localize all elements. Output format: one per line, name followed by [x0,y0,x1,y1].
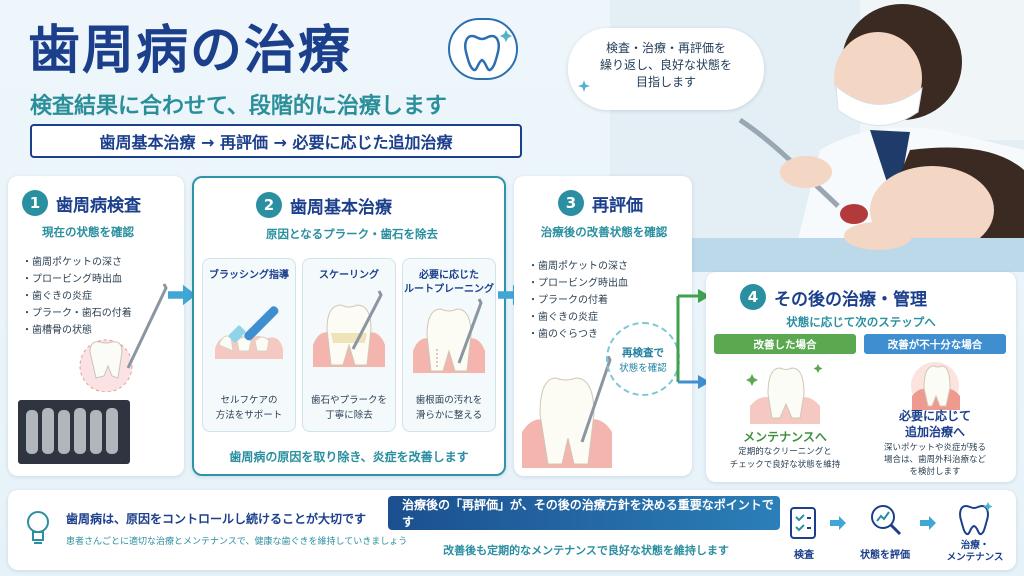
healthy-tooth-probe-icon [522,356,612,468]
toothbrush-icon [215,306,283,359]
sub-card-title: ブラッシング指導 [209,270,289,281]
probe-tooth-illustration [79,283,168,392]
list-item: ・歯ぐきの炎症 [528,312,598,323]
sub-card-brushing: ブラッシング指導 セルフケアの 方法をサポート [202,258,296,432]
dental-treatment-photo [610,0,1024,272]
list-item: ・歯のぐらつき [528,329,598,340]
step-subtitle: 現在の状態を確認 [42,225,134,239]
step2-footer: 歯周病の原因を取り除き、炎症を改善します [229,450,469,464]
step2-card: 2 歯周基本治療 原因となるプラーク・歯石を除去 ブラッシング指導 セルフケアの… [192,176,506,476]
step-number: 4 [740,284,766,310]
recheck-cycle: 再検査で 状態を確認 [606,322,680,396]
sub-card-scaling: スケーリング 歯石やプラークを 丁寧に除去 [302,258,396,432]
tip-desc: 患者さんごとに適切な治療とメンテナンスで、健康な歯ぐきを維持していきましょう [66,537,408,547]
additional-result: 追加治療へ [904,425,965,439]
sub-card-root-planing: 必要に応じた ルートプレーニング 歯根面の汚れを 滑らかに整える [402,258,496,432]
sub-card-title: ルートプレーニング [404,284,494,295]
list-item: ・プロービング時出血 [528,278,628,289]
step4-card: 4 その後の治療・管理 状態に応じて次のステップへ 改善した場合 改善が不十分な… [706,272,1016,482]
maintenance-result: メンテナンスへ [743,430,827,444]
list-item: ・プラーク・歯石の付着 [22,308,132,319]
flow-step-label: 治療・ [960,540,990,551]
step-title: その後の治療・管理 [774,289,927,310]
sub-card-desc: 丁寧に除去 [325,410,373,421]
step-title: 再評価 [592,195,643,216]
scaling-tooth-icon [313,290,385,367]
result-desc: チェックで良好な状態を維持 [729,460,841,470]
tooth-icon [959,502,993,536]
arrow-right-icon [168,284,196,306]
step3-card: 3 再評価 治療後の改善状態を確認 ・歯周ポケットの深さ ・プロービング時出血 … [514,176,692,476]
step-number: 2 [256,192,282,218]
result-desc: 定期的なクリーニングと [738,447,832,457]
band-subtext: 改善後も定期的なメンテナンスで良好な状態を維持します [443,544,729,557]
insufficient-label: 改善が不十分な場合 [864,334,1006,354]
sub-card-desc: 方法をサポート [215,410,283,421]
sub-card-title: 必要に応じた [419,270,479,281]
sub-card-desc: 歯根面の汚れを [415,395,483,406]
checklist-icon [790,507,816,539]
page-title: 歯周病の治療 [28,21,353,81]
step-subtitle: 状態に応じて次のステップへ [786,315,936,329]
tooth-badge-icon [448,18,518,80]
result-desc: 場合は、歯周外科治療など [883,455,986,465]
sub-card-desc: 歯石やプラークを [310,395,387,406]
step1-card: 1 歯周病検査 現在の状態を確認 ・歯周ポケットの深さ ・プロービング時出血 ・… [8,176,184,476]
improved-label: 改善した場合 [714,334,856,354]
key-point-band: 治療後の「再評価」が、その後の治療方針を決める重要なポイントです [388,496,780,530]
magnifier-chart-icon [871,505,902,536]
sparkle-icon [578,80,590,92]
cycle-label: 再検査で [622,346,664,359]
step-title: 歯周病検査 [56,195,141,216]
inflamed-tooth-icon [911,362,960,410]
sub-card-desc: 滑らかに整える [415,410,483,421]
root-planing-icon [413,298,485,373]
tip-title: 歯周病は、原因をコントロールし続けることが大切です [66,512,367,526]
arrow-right-icon [830,516,846,530]
step-subtitle: 原因となるプラーク・歯石を除去 [266,227,438,241]
additional-result: 必要に応じて [898,409,971,423]
flow-step-label: 検査 [794,550,814,561]
step-subtitle: 治療後の改善状態を確認 [540,225,668,239]
speech-bubble: 検査・治療・再評価を 繰り返し、良好な状態を 目指します [568,28,764,110]
bubble-line: 繰り返し、良好な状態を [599,58,732,72]
bubble-line: 検査・治療・再評価を [605,41,726,55]
step-number: 1 [22,190,48,216]
flow-step-label: メンテナンス [946,552,1004,563]
cycle-label: 状態を確認 [619,362,667,374]
result-desc: 深いポケットや炎症が残る [883,443,986,453]
list-item: ・歯周ポケットの深さ [528,261,628,272]
treatment-flow-summary: 歯周基本治療 → 再評価 → 必要に応じた追加治療 [30,124,522,158]
lightbulb-icon [27,511,49,544]
list-item: ・歯ぐきの炎症 [22,291,92,302]
arrow-right-icon [920,516,936,530]
step-title: 歯周基本治療 [290,197,392,218]
healthy-tooth-icon [746,364,823,424]
list-item: ・プラークの付着 [528,295,608,306]
list-item: ・歯周ポケットの深さ [22,257,122,268]
result-desc: を検討します [909,467,961,477]
bubble-line: 目指します [635,75,696,89]
xray-image [18,400,130,464]
list-item: ・歯槽骨の状態 [22,325,92,336]
list-item: ・プロービング時出血 [22,274,122,285]
flow-step-label: 状態を評価 [860,550,910,561]
step-number: 3 [558,190,584,216]
branch-arrows-icon [676,289,710,389]
sub-card-title: スケーリング [319,270,379,281]
sub-card-desc: セルフケアの [220,395,278,406]
page-subtitle: 検査結果に合わせて、段階的に治療します [30,94,447,119]
